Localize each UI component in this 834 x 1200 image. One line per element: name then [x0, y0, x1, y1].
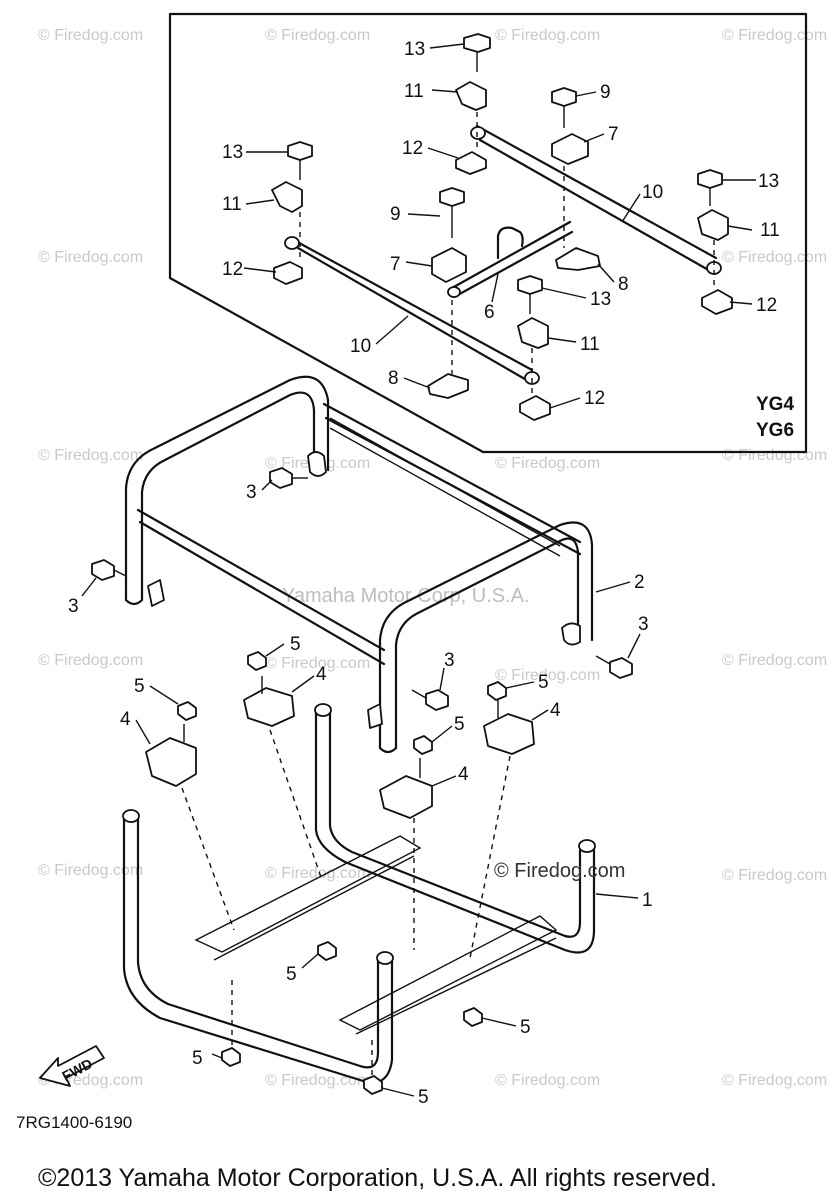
callout-11: 11: [760, 220, 780, 241]
center-firedog-watermark: © Firedog.com: [494, 860, 625, 882]
watermark: © Firedog.com: [38, 249, 143, 266]
callout-12: 12: [584, 388, 605, 409]
callout-5: 5: [418, 1087, 429, 1108]
watermark: © Firedog.com: [722, 1072, 827, 1089]
callout-4: 4: [120, 709, 131, 730]
bolts-3: [91, 467, 633, 711]
leader-lines: [81, 43, 756, 1097]
callout-4: 4: [550, 700, 561, 721]
watermark: © Firedog.com: [722, 867, 827, 884]
watermark: © Firedog.com: [722, 27, 827, 44]
callout-5: 5: [192, 1048, 203, 1069]
callout-8: 8: [388, 368, 399, 389]
callout-3: 3: [444, 650, 455, 671]
callout-6: 6: [484, 302, 495, 323]
lower-frame: [122, 703, 596, 1084]
watermark: © Firedog.com: [495, 27, 600, 44]
callout-13: 13: [758, 171, 779, 192]
watermark: © Firedog.com: [265, 1072, 370, 1089]
callout-5: 5: [538, 672, 549, 693]
callout-9: 9: [600, 82, 611, 103]
inset-model-label: YG4: [756, 394, 794, 415]
watermark: © Firedog.com: [265, 865, 370, 882]
inset-parts: [271, 33, 733, 421]
callout-7: 7: [608, 124, 619, 145]
callout-5: 5: [454, 714, 465, 735]
callout-10: 10: [350, 336, 371, 357]
callout-4: 4: [458, 764, 469, 785]
callout-5: 5: [134, 676, 145, 697]
copyright: ©2013 Yamaha Motor Corporation, U.S.A. A…: [38, 1164, 717, 1192]
callout-3: 3: [246, 482, 257, 503]
callout-13: 13: [222, 142, 243, 163]
watermark: © Firedog.com: [265, 655, 370, 672]
watermark: © Firedog.com: [722, 249, 827, 266]
callout-11: 11: [580, 334, 600, 355]
upper-frame: [124, 375, 594, 754]
watermark: © Firedog.com: [38, 447, 143, 464]
mounts: [145, 651, 535, 1095]
callout-8: 8: [618, 274, 629, 295]
callout-3: 3: [638, 614, 649, 635]
callout-4: 4: [316, 664, 327, 685]
fwd-arrow-icon: FWD: [39, 1045, 105, 1087]
callout-5: 5: [290, 634, 301, 655]
inset-frame: [168, 12, 808, 454]
callout-11: 11: [222, 194, 242, 215]
watermark: © Firedog.com: [495, 667, 600, 684]
watermark: © Firedog.com: [265, 27, 370, 44]
watermark: © Firedog.com: [38, 652, 143, 669]
callout-12: 12: [402, 138, 423, 159]
watermark: © Firedog.com: [495, 455, 600, 472]
callout-5: 5: [520, 1017, 531, 1038]
callout-1: 1: [642, 890, 653, 911]
callout-11: 11: [404, 81, 424, 102]
callout-9: 9: [390, 204, 401, 225]
callout-3: 3: [68, 596, 79, 617]
center-watermark: Yamaha Motor Corp, U.S.A.: [282, 585, 530, 607]
callout-12: 12: [756, 295, 777, 316]
watermark: © Firedog.com: [38, 27, 143, 44]
callout-13: 13: [404, 39, 425, 60]
callout-12: 12: [222, 259, 243, 280]
callouts: 13 11 9 12 7 13 11 10 13 11 9 12 7 6 8 1…: [68, 39, 794, 1108]
callout-7: 7: [390, 254, 401, 275]
callout-5: 5: [286, 964, 297, 985]
callout-13: 13: [590, 289, 611, 310]
watermark: © Firedog.com: [722, 652, 827, 669]
callout-10: 10: [642, 182, 663, 203]
inset-model-label: YG6: [756, 420, 794, 441]
watermark: © Firedog.com: [38, 862, 143, 879]
watermark: © Firedog.com: [495, 1072, 600, 1089]
watermark: © Firedog.com: [722, 447, 827, 464]
part-code: 7RG1400-6190: [16, 1113, 132, 1132]
callout-2: 2: [634, 572, 645, 593]
